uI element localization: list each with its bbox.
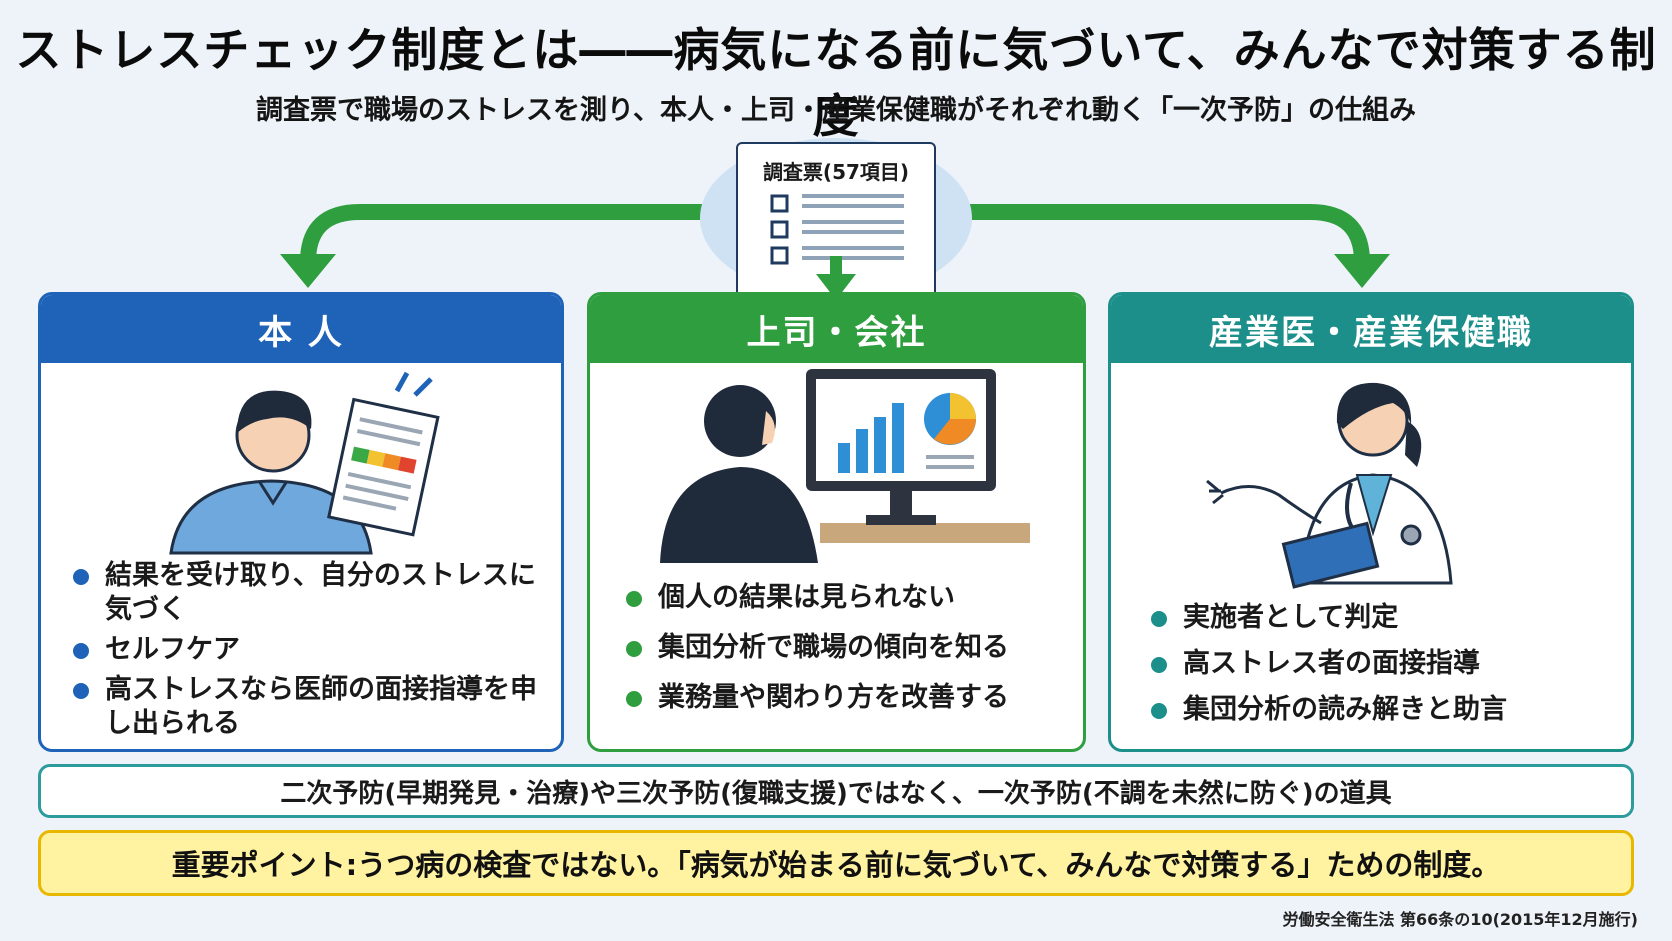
manager-at-monitor-illustration [660, 369, 1030, 563]
list-item: 結果を受け取り、自分のストレスに気づく [67, 559, 547, 627]
card-self: 本 人 結果を受け取り、自分のストレスに気づく セルフケア 高ストレスなら医師の… [38, 292, 564, 752]
card-self-title: 本 人 [41, 295, 561, 363]
bullet-dot [626, 591, 642, 607]
list-item: 集団分析で職場の傾向を知る [620, 631, 1070, 665]
list-item: 高ストレス者の面接指導 [1145, 647, 1605, 681]
bullet-dot [73, 569, 89, 585]
bullet-dot [626, 641, 642, 657]
bullet-dot [1151, 703, 1167, 719]
list-item: 実施者として判定 [1145, 601, 1605, 635]
arrow-right [936, 204, 1370, 263]
survey-sheet: 調査票(57項目) [736, 142, 936, 302]
bullet-dot [626, 691, 642, 707]
flow-arrows [280, 204, 1390, 288]
doctor-with-clipboard-illustration [1206, 382, 1453, 589]
worker-reading-report-illustration [169, 371, 440, 555]
page-title: ストレスチェック制度とは――病気になる前に気づいて、みんなで対策する制度 [15, 23, 1657, 143]
arrow-right-head [1334, 254, 1390, 288]
page-subtitle: 調査票で職場のストレスを測り、本人・上司・産業保健職がそれぞれ動く「一次予防」の… [256, 95, 1416, 126]
checklist-icon [770, 194, 904, 265]
arrow-left-head [280, 254, 336, 288]
list-item: 高ストレスなら医師の面接指導を申し出られる [67, 673, 547, 741]
list-item: セルフケア [67, 633, 547, 667]
card-company-bullets: 個人の結果は見られない 集団分析で職場の傾向を知る 業務量や関わり方を改善する [620, 581, 1070, 731]
list-item: 個人の結果は見られない [620, 581, 1070, 615]
card-self-bullets: 結果を受け取り、自分のストレスに気づく セルフケア 高ストレスなら医師の面接指導… [67, 559, 547, 747]
list-item: 集団分析の読み解きと助言 [1145, 693, 1605, 727]
card-company: 上司・会社 個人の結果は見られない 集団分析で職場の傾向を知る 業務量や関わり方… [587, 292, 1086, 752]
bullet-dot [1151, 657, 1167, 673]
bullet-dot [73, 643, 89, 659]
bullet-dot [1151, 611, 1167, 627]
arrow-down [816, 256, 856, 300]
arrow-left [300, 204, 740, 263]
card-company-title: 上司・会社 [590, 295, 1083, 363]
card-occupational-health-title: 産業医・産業保健職 [1111, 295, 1631, 363]
card-occupational-health-bullets: 実施者として判定 高ストレス者の面接指導 集団分析の読み解きと助言 [1145, 601, 1605, 739]
list-item: 業務量や関わり方を改善する [620, 681, 1070, 715]
prevention-note: 二次予防(早期発見・治療)や三次予防(復職支援)ではなく、一次予防(不調を未然に… [38, 764, 1634, 818]
source-citation: 労働安全衛生法 第66条の10(2015年12月施行) [1282, 910, 1638, 929]
bullet-dot [73, 683, 89, 699]
key-point-banner: 重要ポイント:うつ病の検査ではない。「病気が始まる前に気づいて、みんなで対策する… [38, 830, 1634, 896]
card-occupational-health: 産業医・産業保健職 実施者として判定 高ストレス者の面接指導 集団分析の読み解き… [1108, 292, 1634, 752]
survey-label: 調査票(57項目) [762, 160, 910, 184]
